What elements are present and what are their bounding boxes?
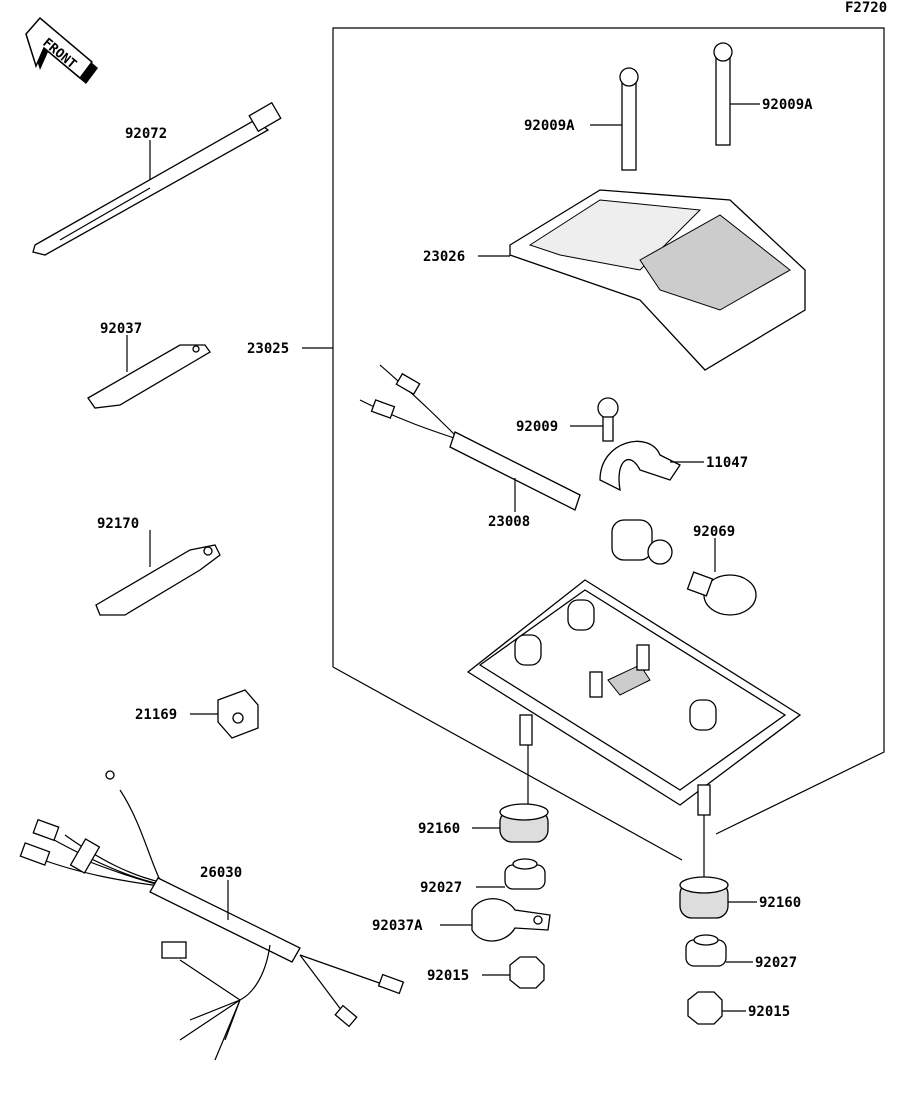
part-label-92160-right[interactable]: 92160 [759, 895, 801, 911]
part-label-92069[interactable]: 92069 [693, 524, 735, 540]
clamp-part-92037A [471, 898, 551, 942]
lens-part-23026 [509, 189, 806, 371]
wiring-harness-part-26030 [19, 770, 405, 1061]
grommet-part-92160-left [499, 803, 549, 843]
cable-tie-part [32, 101, 282, 256]
grommet-part-92160-right [679, 876, 729, 919]
diagram-code: F2720 [845, 0, 887, 16]
part-label-11047[interactable]: 11047 [706, 455, 748, 471]
part-label-92037A[interactable]: 92037A [372, 918, 423, 934]
terminal-part-92170 [95, 544, 221, 616]
screw-part-92009A [619, 42, 733, 171]
part-label-21169[interactable]: 21169 [135, 707, 177, 723]
nut-part-92015-right [687, 991, 723, 1025]
part-label-92072[interactable]: 92072 [125, 126, 167, 142]
part-label-92170[interactable]: 92170 [97, 516, 139, 532]
terminal-part-92037 [87, 344, 211, 409]
bulb-part-92069 [686, 571, 757, 616]
clip-part-21169 [217, 689, 259, 739]
part-label-92160-left[interactable]: 92160 [418, 821, 460, 837]
part-label-92037[interactable]: 92037 [100, 321, 142, 337]
housing-part [466, 579, 802, 816]
part-label-92009[interactable]: 92009 [516, 419, 558, 435]
part-label-26030[interactable]: 26030 [200, 865, 242, 881]
assembly-box [332, 27, 885, 835]
screw-part-92009 [597, 397, 619, 442]
part-label-23025[interactable]: 23025 [247, 341, 289, 357]
part-label-92015-left[interactable]: 92015 [427, 968, 469, 984]
clamp-part-11047 [599, 440, 681, 492]
socket-harness-part-23008 [359, 364, 673, 565]
part-label-92009A-left[interactable]: 92009A [524, 118, 575, 134]
part-label-92009A-right[interactable]: 92009A [762, 97, 813, 113]
part-label-92027-left[interactable]: 92027 [420, 880, 462, 896]
front-arrow-icon: FRONT [25, 16, 98, 84]
part-label-23026[interactable]: 23026 [423, 249, 465, 265]
part-label-92027-right[interactable]: 92027 [755, 955, 797, 971]
collar-part-92027-left [504, 858, 546, 890]
part-label-92015-right[interactable]: 92015 [748, 1004, 790, 1020]
collar-part-92027-right [685, 934, 727, 967]
nut-part-92015-left [509, 956, 545, 989]
part-label-23008[interactable]: 23008 [488, 514, 530, 530]
